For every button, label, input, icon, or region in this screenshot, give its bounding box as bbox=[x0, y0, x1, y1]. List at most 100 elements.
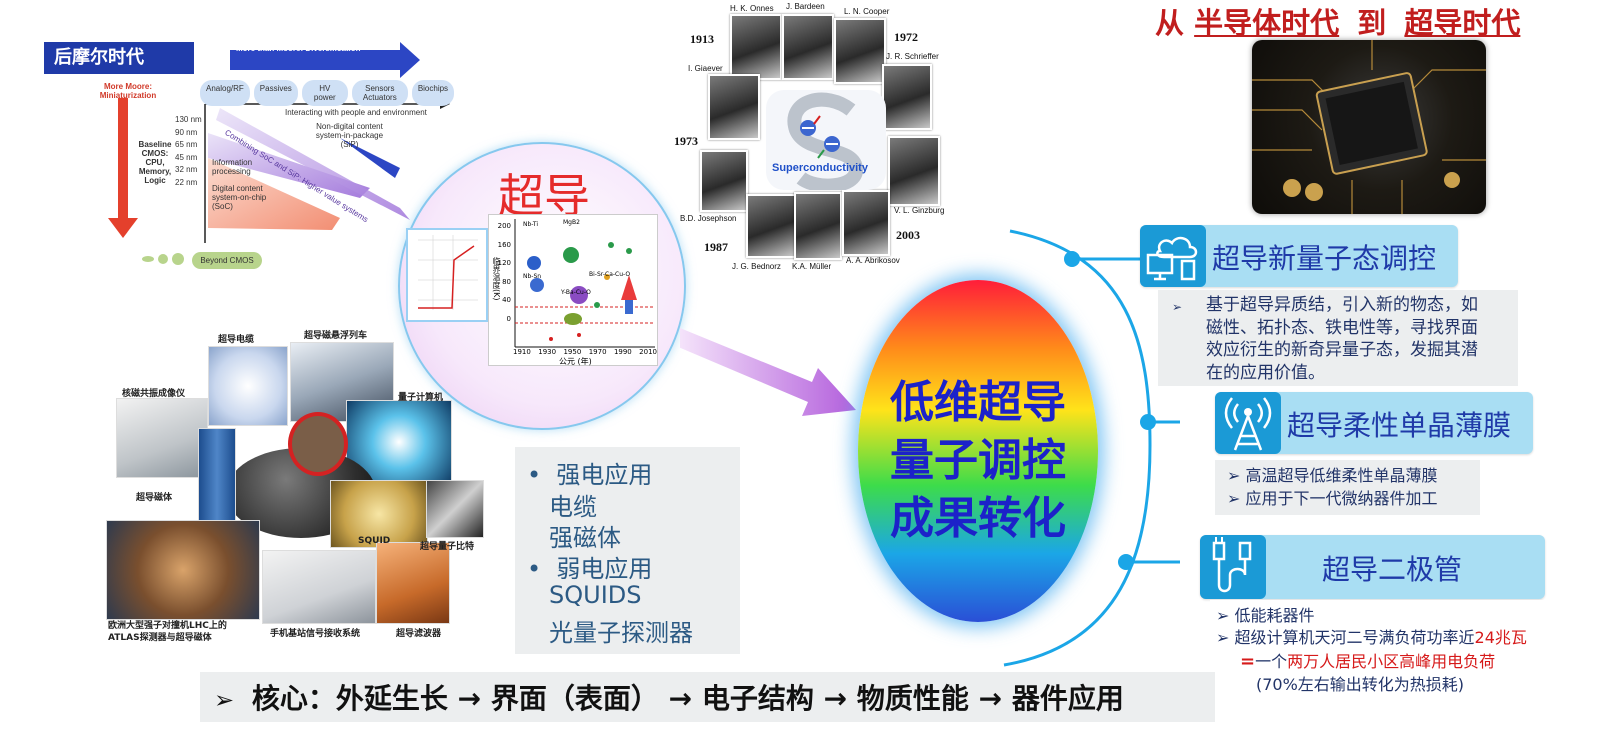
app-label: 超导滤波器 bbox=[396, 629, 442, 639]
heat-loss-note: (70%左右输出转化为热损耗) bbox=[1256, 675, 1465, 694]
header-to-era: 超导时代 bbox=[1404, 6, 1521, 40]
topic-title: 超导新量子态调控 bbox=[1212, 242, 1437, 275]
node: 130 nm bbox=[175, 115, 202, 124]
app-label: 量子计算机 bbox=[398, 393, 444, 403]
topic-flexible-film: 超导柔性单晶薄膜 bbox=[1215, 392, 1533, 454]
sip-label: Non-digital content system-in-package (S… bbox=[315, 122, 384, 149]
dot bbox=[172, 253, 184, 265]
y-tick: 0 bbox=[506, 314, 511, 323]
more-moore-label: More Moore: Miniaturization bbox=[99, 82, 157, 100]
graph-x-label: 公元 (年) bbox=[559, 357, 592, 366]
page-header: 从 半导体时代 到 超导时代 bbox=[1155, 0, 1520, 42]
bullet-text: 高温超导低维柔性单晶薄膜 bbox=[1245, 466, 1438, 485]
material-label: Nb-Sn bbox=[523, 273, 542, 280]
dot bbox=[142, 256, 154, 262]
graph-x-ticks: 1910 1930 1950 1970 1990 2010 bbox=[513, 348, 657, 356]
core-pipeline: ➢ 核心：外延生长 → 界面（表面） → 电子结构 → 物质性能 → 器件应用 bbox=[214, 677, 1124, 717]
app-label: 超导磁体 bbox=[136, 493, 173, 503]
topic-description: ➢ 高温超导低维柔性单晶薄膜 ➢ 应用于下一代微纳器件加工 bbox=[1215, 460, 1480, 515]
material-label: Y-Ba-Cu-O bbox=[561, 289, 591, 296]
qubit-photo bbox=[426, 480, 484, 538]
pill-analog-rf: Analog/RF bbox=[200, 80, 250, 106]
header-joiner: 到 bbox=[1357, 6, 1387, 40]
semiconductor-chip-photo bbox=[1252, 40, 1486, 214]
power-value: 24兆瓦 bbox=[1474, 628, 1527, 647]
x-tick: 1950 bbox=[563, 348, 582, 356]
laureate-name: L. N. Cooper bbox=[844, 7, 890, 16]
center-line: 量子调控 bbox=[890, 435, 1066, 486]
nobel-laureates-collage: Superconductivity H. K. Onnes J. Bardeen… bbox=[674, 0, 950, 275]
core-step: 外延生长 bbox=[335, 682, 448, 715]
bullet-marker: ➢ bbox=[1227, 489, 1241, 508]
laureate-photo bbox=[730, 14, 782, 80]
bullet-marker: ➢ bbox=[214, 686, 235, 714]
topic-line: 效应衍生的新奇异量子态，发掘其潜 bbox=[1206, 340, 1478, 360]
node: 90 nm bbox=[175, 127, 198, 137]
weak-item: 光量子探测器 bbox=[549, 619, 693, 647]
node: 45 nm bbox=[175, 152, 198, 162]
base-station-photo bbox=[262, 550, 376, 624]
superconductivity-logo: Superconductivity bbox=[766, 90, 886, 193]
bullet-text: 低能耗器件 bbox=[1234, 606, 1315, 625]
award-year: 2003 bbox=[896, 228, 920, 242]
center-line: 成果转化 bbox=[890, 493, 1066, 544]
laureate-name: B.D. Josephson bbox=[680, 214, 737, 223]
topic-diode: 超导二极管 bbox=[1200, 535, 1545, 599]
beyond-cmos-label: Beyond CMOS bbox=[192, 252, 262, 269]
app-label: 超导磁悬浮列车 bbox=[304, 331, 368, 341]
y-tick: 40 bbox=[502, 296, 511, 304]
topic-bullet: ➢ 应用于下一代微纳器件加工 bbox=[1227, 487, 1438, 510]
laureate-photo bbox=[746, 194, 796, 258]
topic-description: ➢ 基于超导异质结，引入新的物态，如 磁性、拓扑态、铁电性等，寻找界面 效应衍生… bbox=[1158, 290, 1518, 386]
flow-arrow bbox=[680, 328, 856, 416]
award-year: 1972 bbox=[894, 30, 918, 44]
app-label: 核磁共振成像仪 bbox=[122, 389, 186, 399]
topic-title: 超导柔性单晶薄膜 bbox=[1287, 409, 1512, 442]
usb-cable-icon bbox=[1200, 535, 1266, 599]
node: 65 nm bbox=[175, 140, 198, 149]
node: 32 nm bbox=[175, 165, 198, 174]
topic-bullet: 基于超导异质结，引入新的物态，如 磁性、拓扑态、铁电性等，寻找界面 效应衍生的新… bbox=[1206, 294, 1478, 384]
core-pipeline-bar: ➢ 核心：外延生长 → 界面（表面） → 电子结构 → 物质性能 → 器件应用 bbox=[200, 672, 1215, 722]
info-processing-label: Information processing bbox=[212, 158, 253, 176]
resistance-transition-graph bbox=[406, 228, 488, 322]
bullet-marker: ➢ bbox=[1216, 606, 1230, 625]
more-than-moore-label: More than Moore: Diversification bbox=[236, 44, 361, 53]
signal-tower-icon bbox=[1215, 392, 1281, 454]
laureate-name: J. G. Bednorz bbox=[732, 262, 781, 271]
bullet-marker: ➢ bbox=[1216, 628, 1230, 647]
laureate-photo bbox=[842, 190, 890, 256]
arrow-icon: → bbox=[457, 682, 482, 715]
y-tick: 160 bbox=[497, 240, 511, 249]
pill-hv-power: HV power bbox=[301, 80, 348, 106]
weak-item: SQUIDS bbox=[549, 581, 642, 609]
topic-bullet: ➢ 超级计算机天河二号满负荷功率近24兆瓦 bbox=[1216, 626, 1527, 649]
mri-photo bbox=[116, 398, 208, 478]
equiv-highlight: 两万人居民小区高峰用电负荷 bbox=[1287, 652, 1496, 671]
laureate-name: J. Bardeen bbox=[786, 2, 825, 11]
pill-sensors: Sensors Actuators bbox=[351, 80, 408, 106]
laureate-name: H. K. Onnes bbox=[730, 4, 774, 13]
laureate-photo bbox=[882, 64, 932, 130]
core-label: 核心： bbox=[251, 682, 336, 715]
x-tick: 1990 bbox=[613, 348, 632, 356]
topic-bullet: ➢ 低能耗器件 bbox=[1216, 604, 1315, 627]
pill-passives: Passives bbox=[253, 80, 298, 106]
cloud-computer-icon bbox=[1140, 225, 1206, 287]
y-tick: 120 bbox=[497, 259, 511, 267]
laureate-photo bbox=[782, 14, 834, 80]
node: 22 nm bbox=[175, 177, 198, 187]
app-label: 欧洲大型强子对撞机LHC上的 ATLAS探测器与超导磁体 bbox=[108, 621, 227, 643]
core-research-ellipse bbox=[858, 280, 1098, 622]
bullet-text: 应用于下一代微纳器件加工 bbox=[1245, 489, 1438, 508]
soc-label: Digital content system-on-chip (SoC) bbox=[212, 184, 267, 211]
x-tick: 2010 bbox=[639, 348, 657, 356]
core-step: 器件应用 bbox=[1011, 682, 1124, 715]
topic-line: 磁性、拓扑态、铁电性等，寻找界面 bbox=[1206, 317, 1478, 338]
squid-photo bbox=[330, 480, 428, 548]
strong-item: 强磁体 bbox=[549, 524, 621, 552]
bullet-marker: ➢ bbox=[1227, 466, 1241, 485]
laureate-name: V. L. Ginzburg bbox=[894, 206, 945, 215]
laureate-name: A. A. Abrikosov bbox=[846, 256, 900, 265]
x-tick: 1970 bbox=[588, 348, 607, 356]
